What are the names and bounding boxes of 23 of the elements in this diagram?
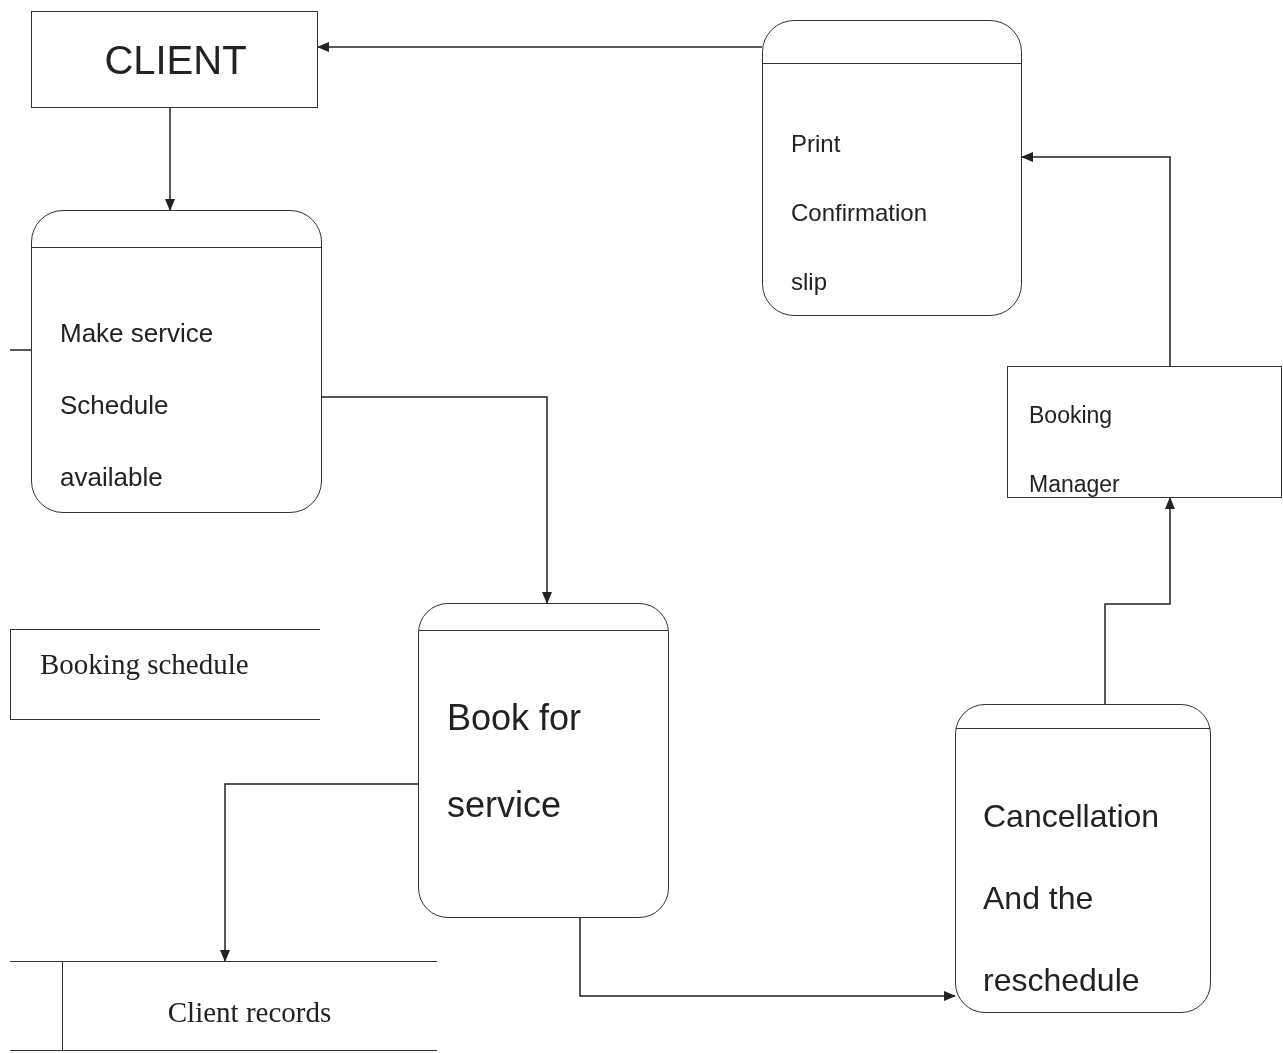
process-label: Make service Schedule available (60, 317, 215, 494)
arrow (579, 917, 956, 1001)
process-box (31, 210, 322, 513)
entity-label: CLIENT (103, 37, 248, 84)
data-store (10, 629, 320, 720)
entity-label: Booking Manager (1029, 401, 1121, 499)
external-entity-box (1007, 366, 1282, 498)
process-box (418, 603, 669, 918)
arrow (321, 396, 552, 604)
process-label: Cancellation And the reschedule (983, 797, 1161, 1000)
process-label: Book for service (447, 696, 583, 827)
arrow (165, 107, 175, 211)
process-box (955, 704, 1211, 1013)
arrow (1021, 152, 1171, 367)
data-store-label: Client records (166, 995, 333, 1030)
process-box (762, 20, 1022, 316)
process-label: Print Confirmation slip (791, 129, 929, 297)
arrow (1104, 497, 1175, 705)
external-entity-box (31, 11, 318, 108)
arrow (220, 783, 419, 962)
data-store-label: Booking schedule (40, 647, 250, 682)
arrow (317, 42, 763, 52)
connector-line (9, 349, 32, 351)
